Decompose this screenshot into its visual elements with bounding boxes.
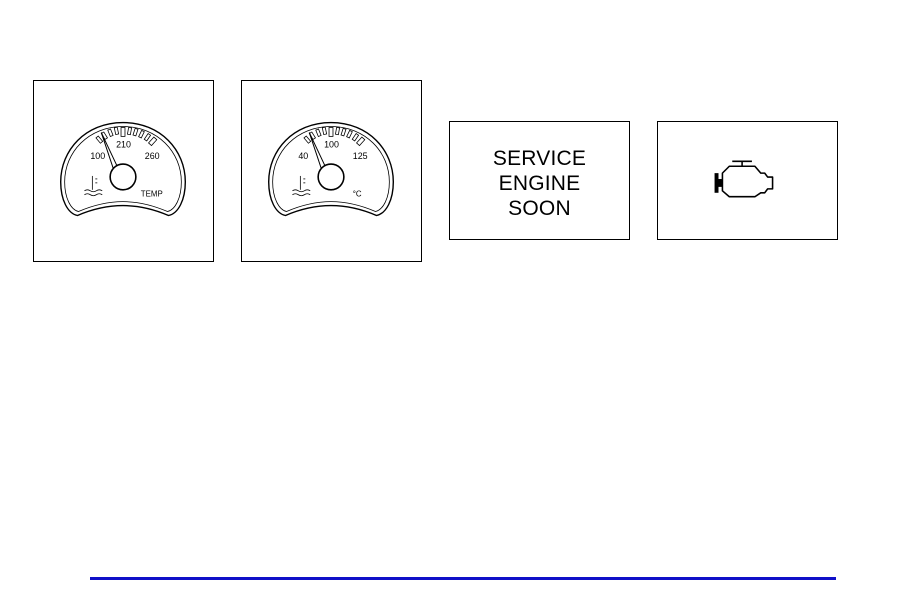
ses-line-3: SOON <box>450 196 629 221</box>
gauge-unit-label: TEMP <box>141 190 163 199</box>
ses-line-2: ENGINE <box>450 171 629 196</box>
tick-label-high: 260 <box>145 151 160 161</box>
tick-label-mid: 100 <box>324 139 339 149</box>
ses-line-1: SERVICE <box>450 146 629 171</box>
tick-label-mid: 210 <box>116 139 131 149</box>
coolant-gauge-celsius-drawing: 40 100 125 °C <box>242 81 421 261</box>
service-engine-soon-light: SERVICE ENGINE SOON <box>449 121 630 240</box>
check-engine-icon <box>658 122 837 239</box>
page-divider-rule <box>90 577 836 580</box>
coolant-gauge-fahrenheit: 100 210 260 TEMP <box>33 80 214 262</box>
gauge-unit-label: °C <box>353 190 362 199</box>
tick-label-low: 40 <box>298 151 308 161</box>
service-engine-soon-text: SERVICE ENGINE SOON <box>450 146 629 221</box>
gauge-hub <box>318 164 344 190</box>
coolant-gauge-fahrenheit-drawing: 100 210 260 TEMP <box>34 81 213 261</box>
coolant-gauge-celsius: 40 100 125 °C <box>241 80 422 262</box>
tick-label-low: 100 <box>90 151 105 161</box>
gauge-hub <box>110 164 136 190</box>
check-engine-symbol-light <box>657 121 838 240</box>
tick-label-high: 125 <box>353 151 368 161</box>
